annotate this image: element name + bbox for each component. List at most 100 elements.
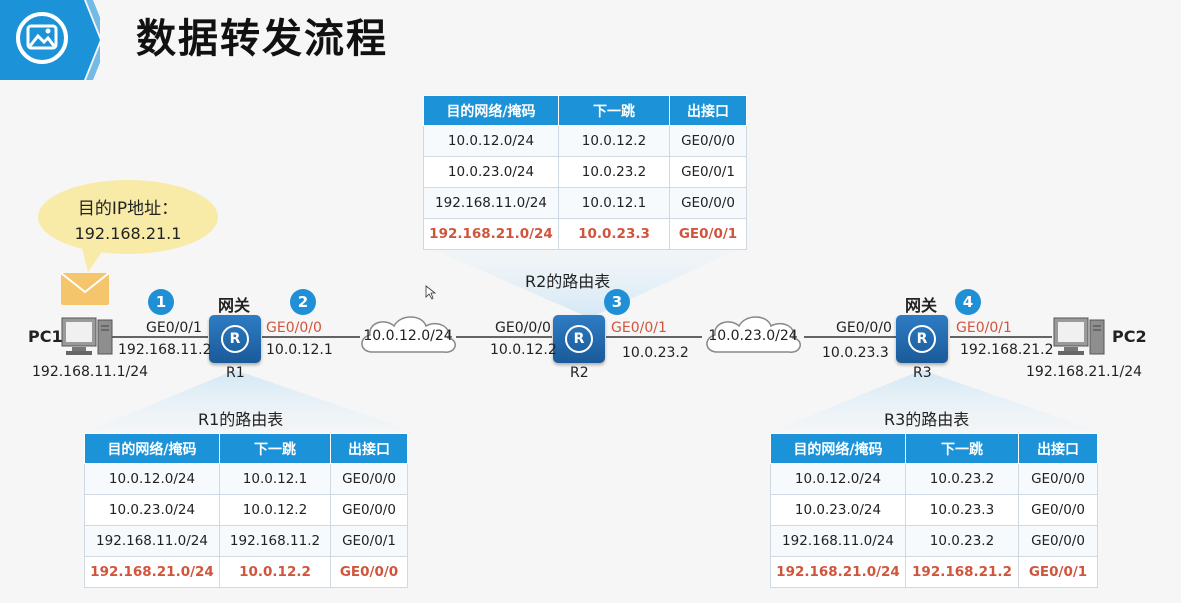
cell: 10.0.12.1 (558, 187, 670, 219)
col-header-next-hop: 下一跳 (558, 95, 670, 126)
cloud-icon (706, 316, 801, 353)
r2-table-beam (425, 246, 745, 318)
r1-left-interface: GE0/0/1 (146, 320, 202, 336)
cell: 10.0.23.0/24 (423, 156, 559, 188)
table-header-row: 目的网络/掩码 下一跳 出接口 (84, 433, 408, 464)
cell: GE0/0/1 (1018, 556, 1098, 588)
cell: 192.168.21.0/24 (423, 218, 559, 250)
cell: 10.0.12.2 (219, 494, 331, 526)
step-badge-2: 2 (290, 289, 316, 315)
cell: 192.168.11.0/24 (770, 525, 906, 557)
header-banner (0, 0, 100, 80)
cell: GE0/0/0 (330, 556, 408, 588)
cell: GE0/0/0 (330, 463, 408, 495)
r2-router-icon: R (553, 315, 605, 363)
r3-table-caption: R3的路由表 (884, 410, 970, 429)
cloud-23-label: 10.0.23.0/24 (708, 328, 798, 344)
r3-left-interface: GE0/0/0 (836, 320, 892, 336)
cell: 10.0.23.0/24 (770, 494, 906, 526)
page-title: 数据转发流程 (136, 16, 388, 62)
cell: 192.168.21.2 (905, 556, 1019, 588)
cell: 192.168.11.2 (219, 525, 331, 557)
r1-right-ip: 10.0.12.1 (266, 342, 333, 358)
col-header-dest: 目的网络/掩码 (423, 95, 559, 126)
pc2-computer-icon (1053, 317, 1105, 355)
cell: 10.0.12.0/24 (84, 463, 220, 495)
destination-ip-bubble: 目的IP地址： 192.168.21.1 (38, 180, 218, 254)
cell: 10.0.23.3 (558, 218, 670, 250)
pc1-ip: 192.168.11.1/24 (32, 364, 149, 380)
cell: 192.168.21.0/24 (770, 556, 906, 588)
r1-table-beam (90, 370, 410, 430)
cloud-12-label: 10.0.12.0/24 (363, 328, 453, 344)
picture-icon (16, 12, 68, 64)
table-header-row: 目的网络/掩码 下一跳 出接口 (770, 433, 1098, 464)
cell: 10.0.12.0/24 (770, 463, 906, 495)
step-badge-1: 1 (148, 289, 174, 315)
mouse-cursor-icon (425, 285, 437, 300)
cell: 192.168.11.0/24 (84, 525, 220, 557)
cell: 10.0.23.0/24 (84, 494, 220, 526)
cell: 10.0.23.2 (905, 463, 1019, 495)
r3-right-interface: GE0/0/1 (956, 320, 1012, 336)
r3-gateway-label: 网关 (905, 296, 938, 315)
cell: 192.168.21.0/24 (84, 556, 220, 588)
cell: GE0/0/0 (330, 494, 408, 526)
col-header-out-interface: 出接口 (330, 433, 408, 464)
pc2-ip: 192.168.21.1/24 (1026, 364, 1143, 380)
cell: 10.0.12.2 (558, 125, 670, 157)
pc1-label: PC1 (28, 327, 63, 346)
r3-table-beam (775, 370, 1095, 430)
col-header-dest: 目的网络/掩码 (84, 433, 220, 464)
network-cloud-23: 10.0.23.0/24 (700, 312, 806, 360)
cell: GE0/0/1 (330, 525, 408, 557)
network-cloud-12: 10.0.12.0/24 (356, 312, 460, 360)
r2-name: R2 (570, 365, 589, 381)
cloud-icon (361, 316, 456, 353)
col-header-out-interface: 出接口 (669, 95, 747, 126)
cell: GE0/0/1 (669, 156, 747, 188)
cell: 10.0.12.0/24 (423, 125, 559, 157)
pc2-label: PC2 (1112, 327, 1147, 346)
r2-right-ip: 10.0.23.2 (622, 345, 689, 361)
r1-router-icon: R (209, 315, 261, 363)
bubble-ip: 192.168.21.1 (74, 224, 182, 243)
r3-name: R3 (913, 365, 932, 381)
r1-left-ip: 192.168.11.2 (118, 342, 212, 358)
pc1-computer-icon (61, 317, 113, 355)
cell: 10.0.23.2 (905, 525, 1019, 557)
col-header-out-interface: 出接口 (1018, 433, 1098, 464)
col-header-next-hop: 下一跳 (219, 433, 331, 464)
r1-table-caption: R1的路由表 (198, 410, 284, 429)
cell: 10.0.12.2 (219, 556, 331, 588)
step-badge-3: 3 (604, 289, 630, 315)
r2-left-interface: GE0/0/0 (495, 320, 551, 336)
r1-gateway-label: 网关 (218, 296, 251, 315)
r3-right-ip: 192.168.21.2 (960, 342, 1054, 358)
cell: GE0/0/1 (669, 218, 747, 250)
cell: 10.0.23.3 (905, 494, 1019, 526)
col-header-dest: 目的网络/掩码 (770, 433, 906, 464)
r2-left-ip: 10.0.12.2 (490, 342, 557, 358)
cell: GE0/0/0 (669, 187, 747, 219)
cell: 10.0.23.2 (558, 156, 670, 188)
r1-name: R1 (226, 365, 245, 381)
col-header-next-hop: 下一跳 (905, 433, 1019, 464)
cell: GE0/0/0 (1018, 463, 1098, 495)
envelope-icon (60, 272, 110, 305)
r2-right-interface: GE0/0/1 (611, 320, 667, 336)
table-header-row: 目的网络/掩码 下一跳 出接口 (423, 95, 747, 126)
